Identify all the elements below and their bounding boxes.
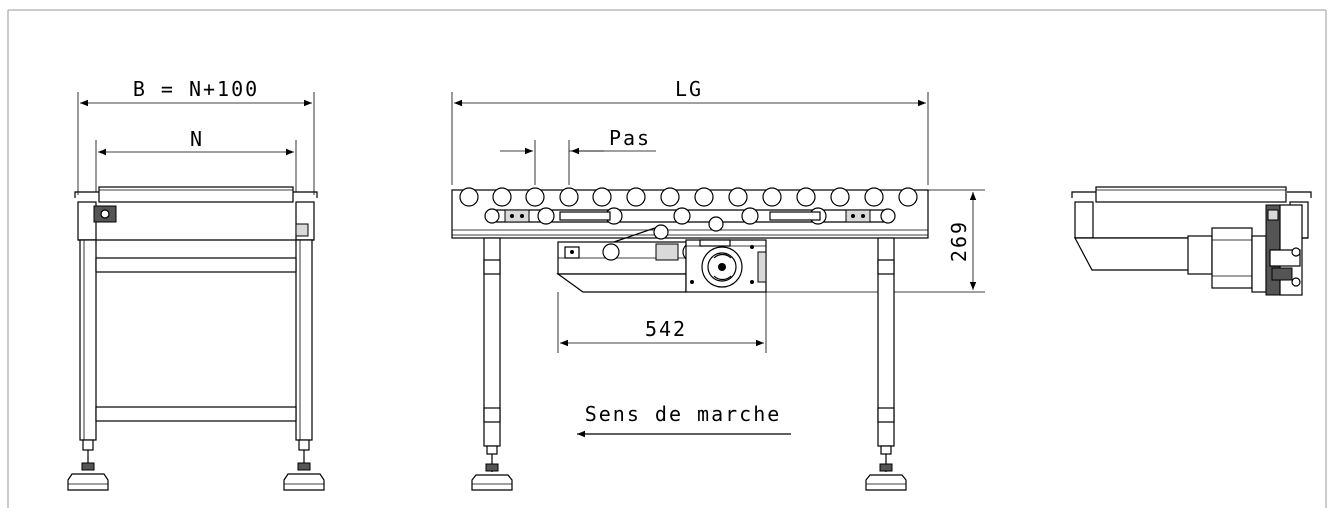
roller-row (459, 187, 918, 207)
label-269: 269 (947, 220, 971, 262)
label-lg: LG (675, 77, 703, 101)
end-view (67, 92, 325, 491)
label-direction: Sens de marche (585, 402, 782, 426)
leg-right (295, 239, 313, 441)
side-view (451, 92, 985, 491)
drawing-border (7, 9, 1327, 508)
label-542: 542 (645, 317, 687, 341)
roller (98, 186, 294, 203)
label-n: N (190, 127, 204, 151)
motor-body (1211, 227, 1253, 289)
motor-end-view (1071, 186, 1312, 296)
label-b-formula: B = N+100 (133, 77, 259, 101)
label-pas: Pas (609, 126, 651, 150)
leg-left (79, 239, 97, 441)
